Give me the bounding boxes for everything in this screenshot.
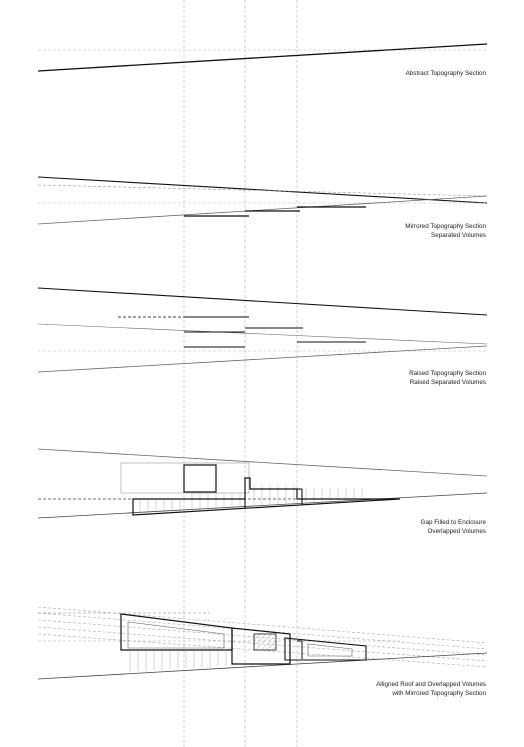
enclosure-outline — [132, 477, 401, 516]
caption-line: Raised Topography Section — [409, 370, 486, 377]
topography-line-mirrored — [37, 345, 488, 373]
topography-line-upper — [37, 287, 488, 316]
panel-abstract-topography — [37, 43, 488, 72]
panel-alligned-roof — [37, 606, 488, 680]
caption-line: Separated Volumes — [431, 232, 486, 239]
topography-line-upper — [37, 176, 488, 204]
caption-gap-filled-enclosure: Gap Filled to Enclosure Overlapped Volum… — [421, 518, 486, 536]
volume-raised — [183, 464, 217, 493]
topography-line-mirrored — [37, 652, 488, 680]
topography-line-upper — [37, 448, 488, 477]
caption-raised-topography: Raised Topography Section Raised Separat… — [409, 369, 486, 387]
panel-mirrored-topography — [37, 176, 488, 225]
caption-line: Mirrored Topography Section — [405, 223, 486, 230]
caption-line: with Mirrored Topography Section — [392, 690, 486, 697]
panel-gap-filled-enclosure — [37, 448, 488, 519]
caption-line: Raised Separated Volumes — [409, 379, 486, 386]
caption-line: Overlapped Volumes — [427, 528, 486, 535]
topography-line-mirrored — [37, 492, 488, 519]
caption-line: Gap Filled to Enclosure — [420, 519, 486, 526]
topography-line — [37, 43, 488, 72]
caption-mirrored-topography: Mirrored Topography Section Separated Vo… — [405, 222, 486, 240]
caption-line: Abstract Topography Section — [405, 70, 486, 77]
caption-abstract-topography: Abstract Topography Section — [406, 69, 486, 78]
roof-volume-small — [284, 637, 367, 661]
topography-line-mirrored — [37, 195, 488, 225]
caption-line: Alligned Roof and Overlapped Volumes — [376, 681, 486, 688]
roof-volume-middle — [231, 627, 291, 665]
roof-volume-large — [120, 613, 233, 651]
caption-alligned-roof: Alligned Roof and Overlapped Volumes wit… — [376, 680, 486, 698]
vertical-guides — [183, 0, 298, 747]
panel-raised-topography — [37, 287, 488, 373]
